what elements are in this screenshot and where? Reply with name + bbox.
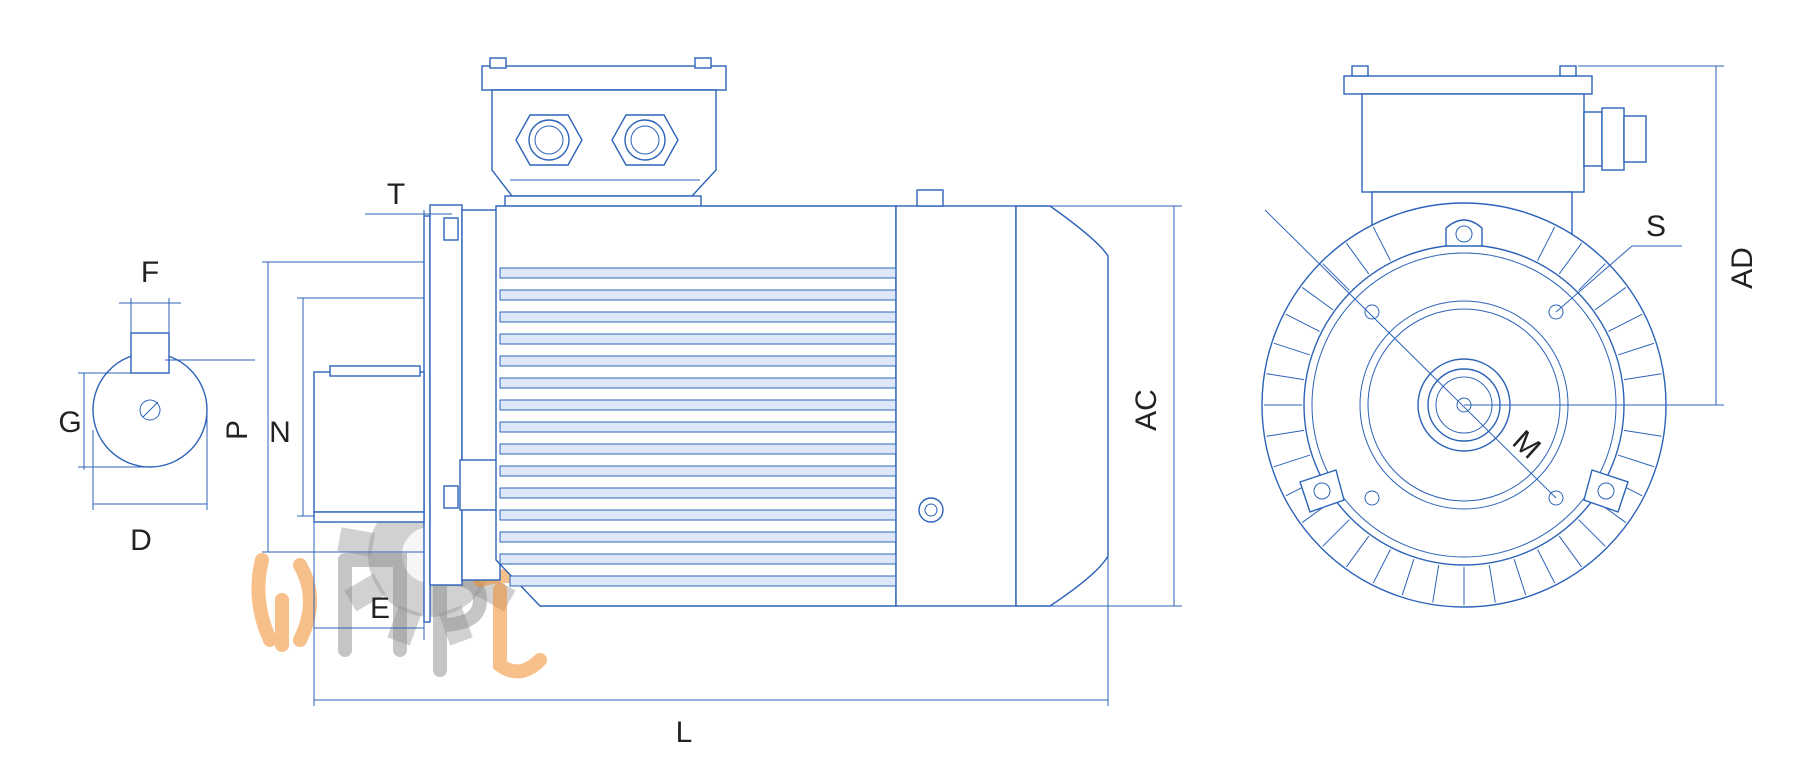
- front-fin: [1273, 454, 1311, 468]
- front-fin: [1266, 429, 1305, 437]
- front-fin: [1372, 549, 1391, 584]
- front-fin: [1537, 226, 1556, 261]
- label-E: E: [370, 592, 390, 625]
- front-fin: [1322, 263, 1350, 291]
- front-cable-gland: [1583, 107, 1647, 171]
- front-fin: [1617, 454, 1655, 468]
- motor-side-view: [262, 57, 1182, 706]
- front-fin: [1594, 287, 1627, 311]
- front-fin: [1617, 342, 1655, 356]
- front-fin: [1322, 519, 1350, 547]
- front-fin: [1537, 549, 1556, 584]
- front-fin: [1608, 313, 1643, 332]
- front-fin: [1558, 242, 1582, 275]
- front-fin: [1346, 242, 1370, 275]
- front-fin: [1301, 287, 1334, 311]
- front-fin: [1513, 558, 1527, 596]
- front-fin: [1488, 564, 1496, 603]
- shaft-end-view: [78, 298, 255, 510]
- front-fin: [1432, 564, 1440, 603]
- cable-gland-left: [515, 114, 583, 166]
- front-fin: [1558, 535, 1582, 568]
- front-fin: [1266, 373, 1305, 381]
- label-AD: AD: [1726, 247, 1759, 289]
- label-F: F: [141, 256, 159, 289]
- front-left-foot: [1299, 469, 1345, 513]
- label-N: N: [269, 416, 291, 449]
- dimension-labels: F G D P N T E L AC S AD M: [58, 178, 1759, 749]
- front-fin: [1623, 373, 1662, 381]
- label-T: T: [387, 178, 405, 211]
- label-L: L: [676, 716, 693, 749]
- label-P: P: [221, 420, 254, 440]
- front-fin: [1578, 519, 1606, 547]
- motor-front-view: [1261, 65, 1724, 608]
- cooling-fins: [499, 267, 897, 587]
- front-fin: [1273, 342, 1311, 356]
- label-G: G: [58, 406, 81, 439]
- fan-cover-bolt: [918, 497, 944, 523]
- front-fin: [1623, 429, 1662, 437]
- front-right-foot: [1583, 469, 1629, 513]
- front-fin: [1285, 313, 1320, 332]
- label-D: D: [130, 524, 152, 557]
- label-S: S: [1646, 210, 1666, 243]
- front-fin: [1401, 558, 1415, 596]
- label-AC: AC: [1130, 389, 1163, 431]
- cable-gland-right: [611, 114, 679, 166]
- front-fin: [1372, 226, 1391, 261]
- front-fin: [1578, 263, 1606, 291]
- front-fin: [1346, 535, 1370, 568]
